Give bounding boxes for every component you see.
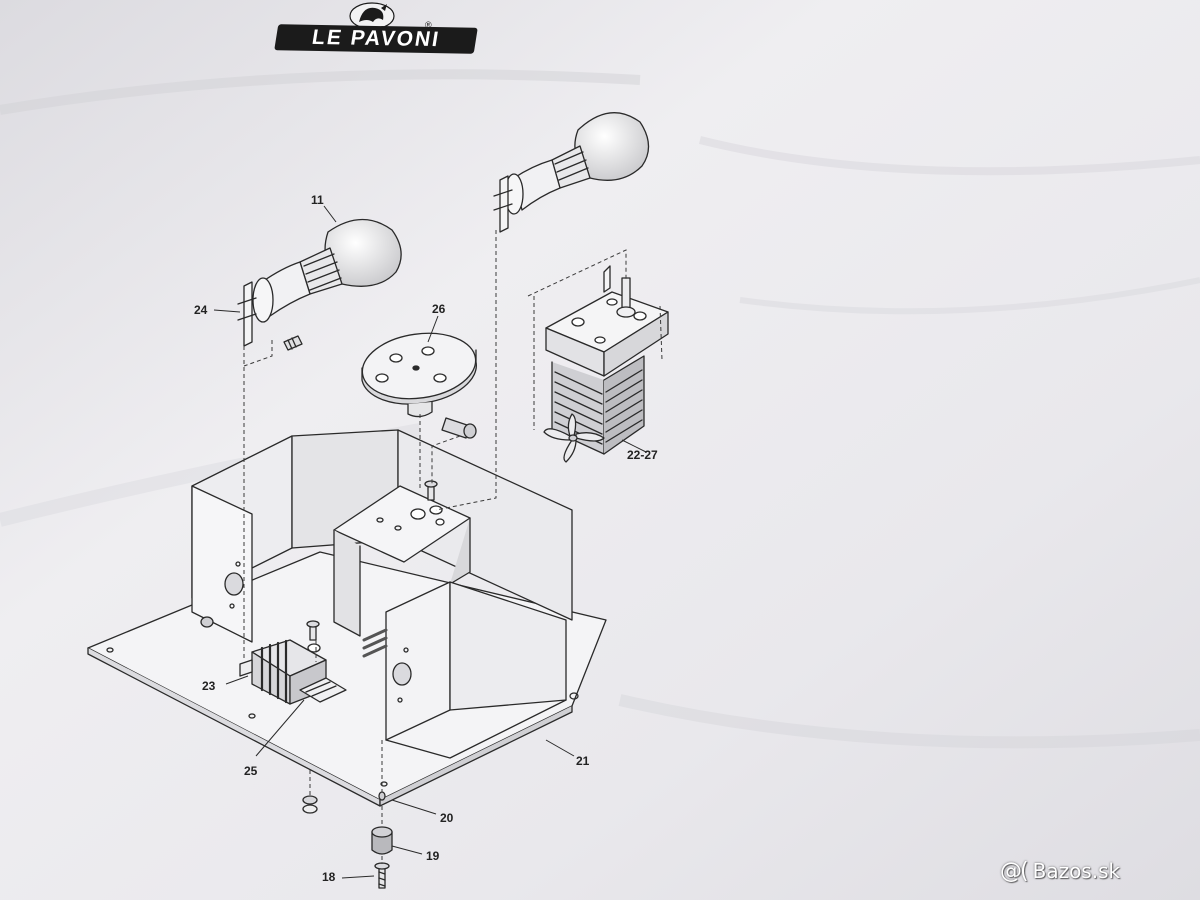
- bulb-part-11: [252, 218, 402, 323]
- callout-26: 26: [432, 302, 446, 316]
- paper-crease: [0, 69, 641, 115]
- housing-wall: [191, 429, 573, 759]
- callout-18: 18: [322, 870, 336, 884]
- callout-22-27: 22-27: [627, 448, 658, 462]
- registered-mark: ®: [425, 20, 432, 30]
- callout-19: 19: [426, 849, 440, 863]
- screw-base: [200, 480, 443, 653]
- brand-logo: LE PAVONI: [274, 24, 478, 54]
- screw-disc: [441, 417, 477, 439]
- watermark-text: Bazos.sk: [1032, 859, 1121, 883]
- screw-small: [283, 335, 303, 351]
- brand-name: LE PAVONI: [310, 25, 442, 52]
- watermark: @( Bazos.sk: [1000, 854, 1120, 888]
- foot-part-19: [371, 826, 393, 855]
- motor-assembly-part-22-27: [543, 277, 669, 463]
- watermark-mark: @(: [1000, 858, 1029, 884]
- callout-11: 11: [311, 193, 324, 207]
- motor-tab: [603, 265, 611, 293]
- paper-crease: [618, 694, 1200, 749]
- turntable-disc-part-26: [361, 332, 477, 418]
- paper-crease: [699, 136, 1200, 176]
- callout-24: 24: [194, 303, 208, 317]
- clamp-part-25: [299, 677, 347, 703]
- leader-lines: [213, 205, 647, 879]
- callout-25: 25: [244, 764, 258, 778]
- callout-23: 23: [202, 679, 216, 693]
- callout-21: 21: [576, 754, 590, 768]
- assembly-guides: [243, 230, 663, 864]
- paper-crease: [739, 277, 1200, 315]
- lion-emblem-icon: [349, 2, 395, 30]
- screw-part-18: [374, 862, 390, 889]
- callout-20: 20: [440, 811, 454, 825]
- lamp-holder-part-24: [237, 281, 257, 347]
- bulb-upper: [493, 112, 650, 233]
